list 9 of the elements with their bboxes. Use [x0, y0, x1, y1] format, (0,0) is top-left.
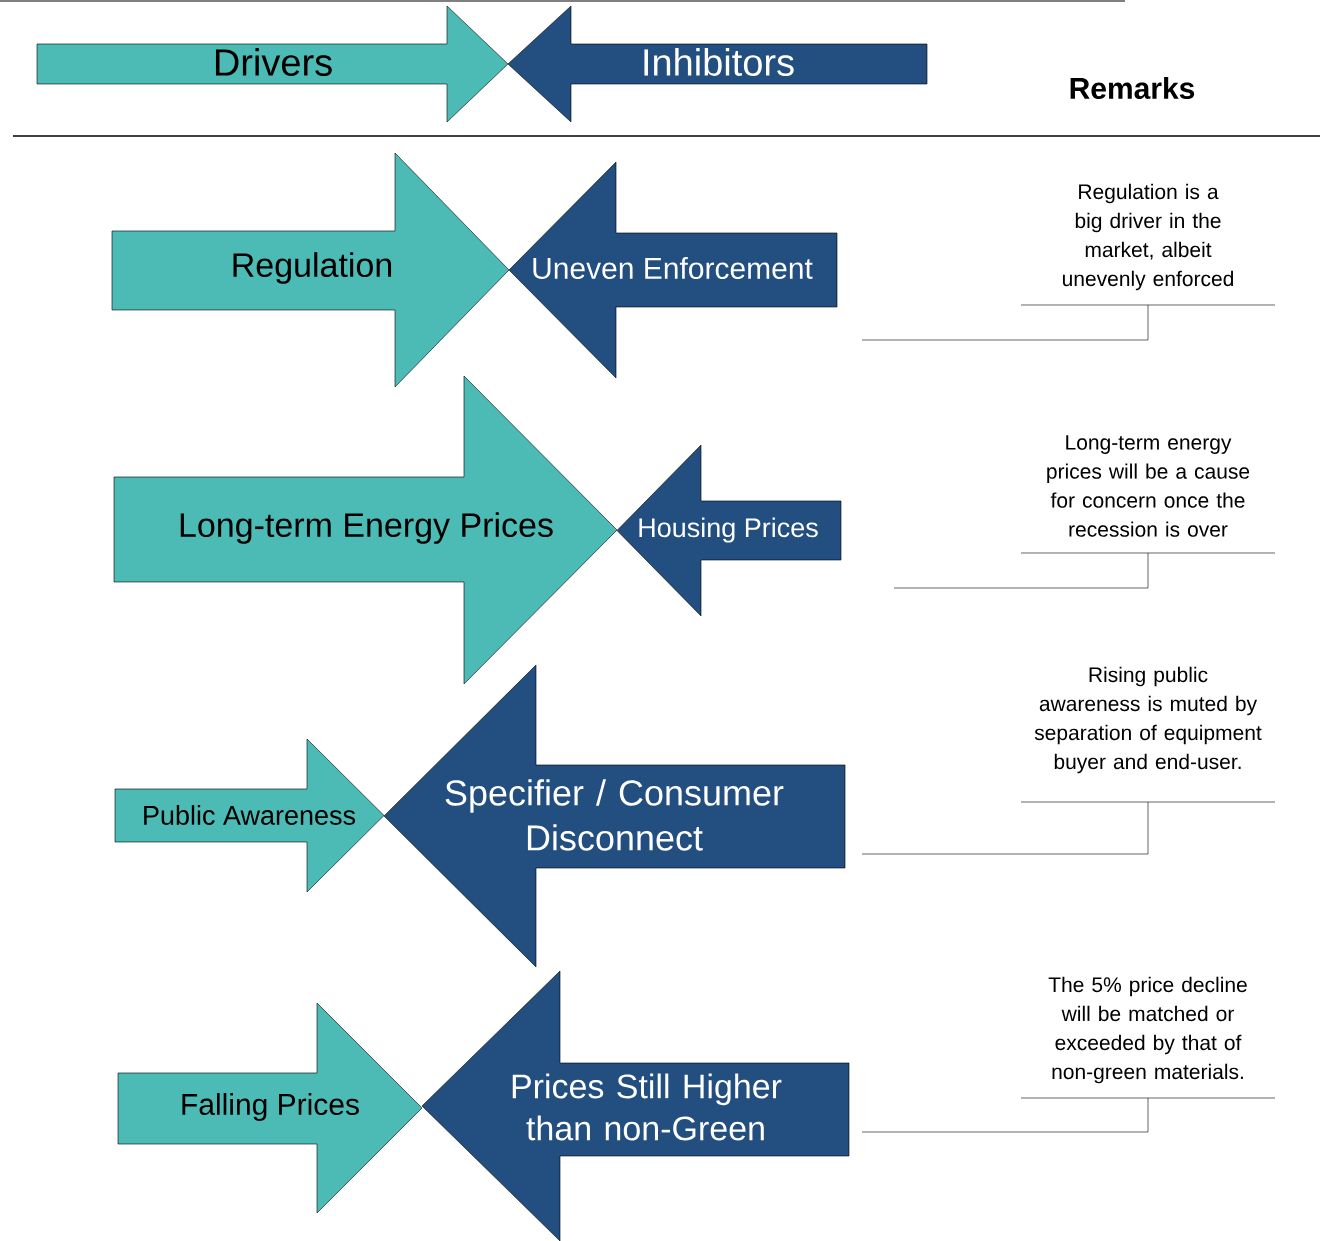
remark-text: Regulation is a big driver in the market, albeit unevenly enforced: [1020, 183, 1276, 306]
remark-text: Long-term energy prices will be a cause for concern once the recession is over: [1020, 435, 1276, 554]
column-heading: Remarks: [1070, 77, 1195, 99]
leader-line: [861, 801, 1149, 855]
leader-line: [861, 304, 1149, 341]
remark-text: Rising public awareness is muted by separation of equipment buyer and end-user.: [1020, 666, 1276, 803]
leader-line: [861, 1097, 1149, 1133]
leader-line: [893, 552, 1149, 589]
remark-text: The 5% price decline will be matched or exceeded by that of non-green materials.: [1020, 976, 1276, 1099]
